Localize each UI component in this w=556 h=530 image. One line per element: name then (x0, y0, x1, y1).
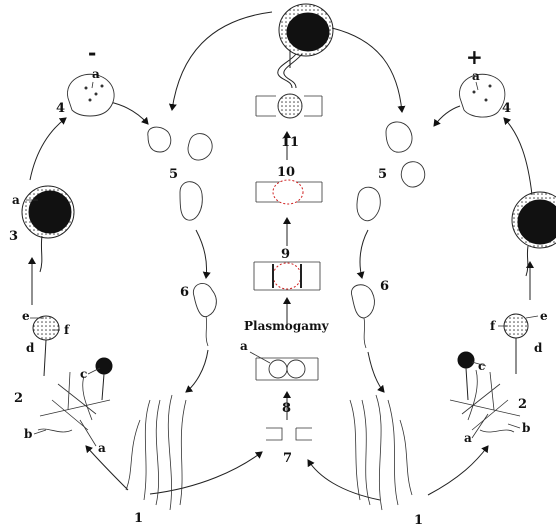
right-step-5-label: 5 (378, 167, 387, 182)
right-stage-4-sporangium (459, 73, 506, 118)
step-10-label: 10 (277, 165, 295, 180)
arrow-left-1-2 (85, 445, 129, 491)
right-letter-e: e (540, 309, 548, 323)
labels: - + Plasmogamy 11 10 9 8 7 a 4 a 5 3 a 6… (9, 41, 548, 528)
right-stage-1-hyphae (349, 394, 413, 511)
right-step-4-label: 4 (502, 101, 511, 116)
left-step-1-label: 1 (134, 511, 143, 526)
cycle-arrows (28, 11, 534, 501)
arrow-6-1-right (367, 351, 385, 393)
left-step-3-label: 3 (9, 229, 18, 244)
right-letter-b: b (522, 421, 530, 435)
right-stage-5-spores (356, 121, 426, 222)
stage-9-gametangia-fusion (253, 261, 321, 291)
right-letter-c: c (478, 359, 485, 373)
step-11-label: 11 (281, 135, 299, 150)
left-stage-3-zygosporangium (21, 185, 75, 273)
right-step-4-letter-a: a (472, 69, 480, 83)
step-9-label: 9 (281, 247, 290, 262)
right-step-6-label: 6 (380, 279, 389, 294)
right-letter-f: f (490, 319, 496, 333)
arrow-1-7-left (149, 451, 263, 495)
arrow-left-3-4 (29, 117, 67, 181)
left-stage-1-hyphae (125, 394, 187, 511)
step-8-letter-a: a (240, 339, 248, 353)
right-step-2-label: 2 (518, 397, 527, 412)
arrow-1-7-right (307, 459, 381, 501)
right-step-1-label: 1 (414, 513, 423, 528)
left-letter-c: c (80, 367, 87, 381)
leader-lines (30, 315, 539, 447)
left-letter-b: b (24, 427, 32, 441)
left-step-4-label: 4 (56, 101, 65, 116)
left-stage-6-germinating-spore (192, 283, 217, 347)
stage-11-zygospore (255, 93, 323, 119)
arrow-right-3-4 (503, 117, 533, 196)
minus-sign: - (88, 41, 96, 65)
step-8-label: 8 (282, 401, 291, 416)
arrow-top-right (331, 27, 406, 113)
right-letter-a: a (464, 431, 472, 445)
stage-7-progametangia (266, 427, 312, 441)
left-step-5-label: 5 (169, 167, 178, 182)
arrow-5-6-right (356, 229, 369, 279)
plasmogamy-label: Plasmogamy (244, 319, 330, 333)
arrow-4-5-right (433, 105, 461, 127)
plus-sign: + (466, 45, 483, 69)
stage-10-young-zygospore (255, 179, 323, 205)
step-7-label: 7 (283, 451, 292, 466)
right-stage-3-zygosporangium (511, 191, 556, 277)
left-step-4-letter-a: a (92, 67, 100, 81)
left-letter-d: d (26, 341, 35, 355)
left-stage-2-sporangiophores (32, 315, 113, 433)
left-step-2-label: 2 (14, 391, 23, 406)
left-letter-f: f (64, 323, 70, 337)
arrow-top-left (168, 11, 273, 111)
left-stage-4-sporangium (67, 73, 115, 117)
left-letter-a: a (98, 441, 106, 455)
zygospore-germinating (277, 3, 334, 89)
left-step-6-label: 6 (180, 285, 189, 300)
left-letter-e: e (22, 309, 30, 323)
arrow-6-1-left (185, 349, 209, 393)
right-letter-d: d (534, 341, 543, 355)
left-step-3-letter-a: a (12, 193, 20, 207)
stage-8-gametangia (249, 351, 319, 381)
arrow-4-5-left (109, 101, 149, 125)
right-stage-2-sporangiophores (449, 313, 529, 433)
right-stage-6-germinating-spore (351, 284, 375, 349)
arrow-5-6-left (195, 229, 211, 279)
arrow-right-1-2 (427, 445, 489, 496)
left-stage-5-spores (147, 126, 213, 221)
